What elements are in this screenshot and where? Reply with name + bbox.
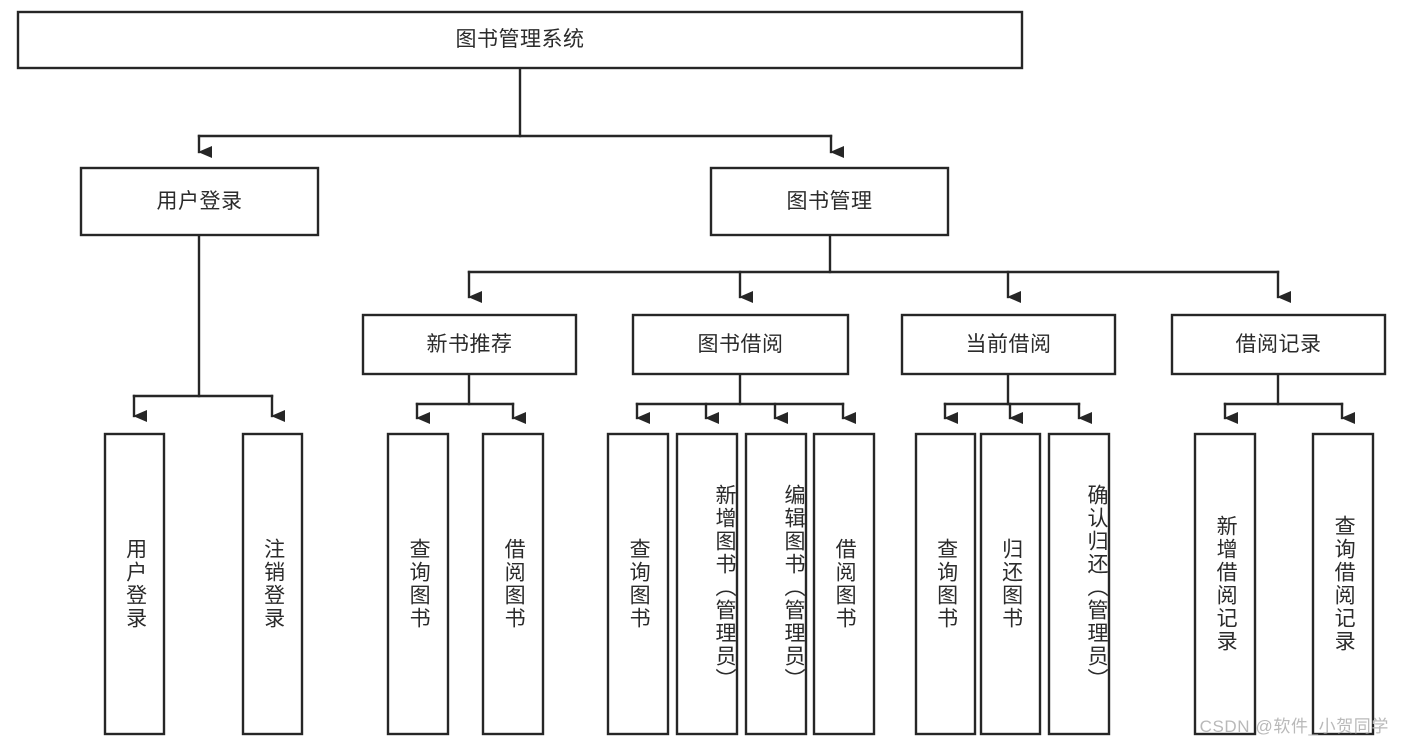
- node-box-leaf-query-book-1: [386, 432, 450, 736]
- node-box-leaf-query-record: [1311, 432, 1375, 736]
- connector-current-borrow-to-leaves: [943, 372, 1092, 424]
- node-box-book-management: [709, 166, 950, 237]
- connector-borrow-record-to-leaves: [1223, 372, 1355, 424]
- connector-book-management-to-level3: [467, 233, 1291, 303]
- node-box-leaf-edit-book: [744, 432, 808, 736]
- node-box-user-login: [79, 166, 320, 237]
- node-box-leaf-logout-login: [241, 432, 304, 736]
- node-box-leaf-borrow-book-1: [481, 432, 545, 736]
- node-box-leaf-add-record: [1193, 432, 1257, 736]
- connector-book-borrow-to-leaves: [635, 372, 856, 424]
- node-box-book-borrow: [631, 313, 850, 376]
- node-box-leaf-query-book-2: [606, 432, 670, 736]
- node-box-new-book-recommend: [361, 313, 578, 376]
- node-box-leaf-borrow-book-2: [812, 432, 876, 736]
- connector-root-to-level2: [197, 66, 844, 158]
- node-box-leaf-confirm-return: [1047, 432, 1111, 736]
- node-box-current-borrow: [900, 313, 1117, 376]
- node-box-leaf-user-login: [103, 432, 166, 736]
- node-box-root: [16, 10, 1024, 70]
- node-box-borrow-record: [1170, 313, 1387, 376]
- connector-new-book-recommend-to-leaves: [415, 372, 526, 424]
- node-box-leaf-return-book: [979, 432, 1042, 736]
- node-box-leaf-add-book: [675, 432, 739, 736]
- connector-user-login-to-leaves: [132, 233, 285, 422]
- node-box-leaf-query-book-3: [914, 432, 977, 736]
